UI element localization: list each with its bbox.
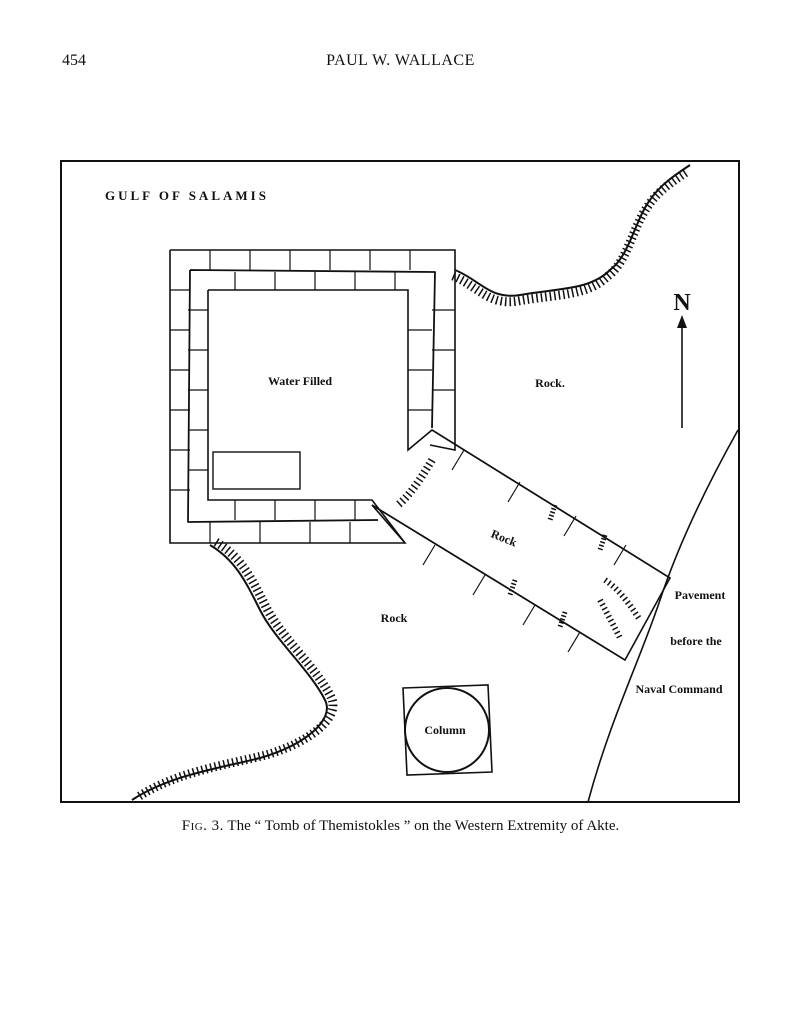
map-frame	[60, 160, 740, 803]
coastline-south	[131, 544, 328, 801]
figure-map: N GULF OF SALAMIS Water Filled Rock. Roc…	[60, 160, 740, 803]
caption-text: The “ Tomb of Themistokles ” on the West…	[227, 818, 620, 834]
label-rock-southwest: Rock	[381, 611, 408, 625]
running-head-author: PAUL W. WALLACE	[326, 52, 475, 69]
map-drawing: N GULF OF SALAMIS Water Filled Rock. Roc…	[60, 160, 740, 803]
label-pavement-1: Pavement	[675, 588, 726, 602]
label-column: Column	[424, 723, 466, 737]
tomb-enclosure	[169, 249, 671, 579]
rock-channel	[371, 429, 672, 662]
pavement-edge	[587, 429, 739, 803]
north-arrow-head	[677, 315, 687, 328]
column-base	[402, 684, 493, 776]
label-pavement-3: Naval Command	[635, 682, 722, 696]
label-pavement-2: before the	[670, 634, 722, 648]
label-water-filled: Water Filled	[268, 374, 332, 388]
page-number: 454	[62, 52, 86, 69]
figure-caption: Fig. 3. The “ Tomb of Themistokles ” on …	[0, 818, 801, 835]
label-rock-channel: Rock	[489, 527, 519, 550]
coastline-north	[454, 164, 691, 297]
caption-figure-number: Fig. 3.	[181, 818, 224, 834]
label-rock-northeast: Rock.	[535, 376, 565, 390]
north-label: N	[673, 290, 691, 316]
coastline-north-hatching	[451, 167, 691, 307]
map-title-gulf: GULF OF SALAMIS	[105, 188, 269, 203]
coastline-south-hatching	[135, 538, 338, 801]
